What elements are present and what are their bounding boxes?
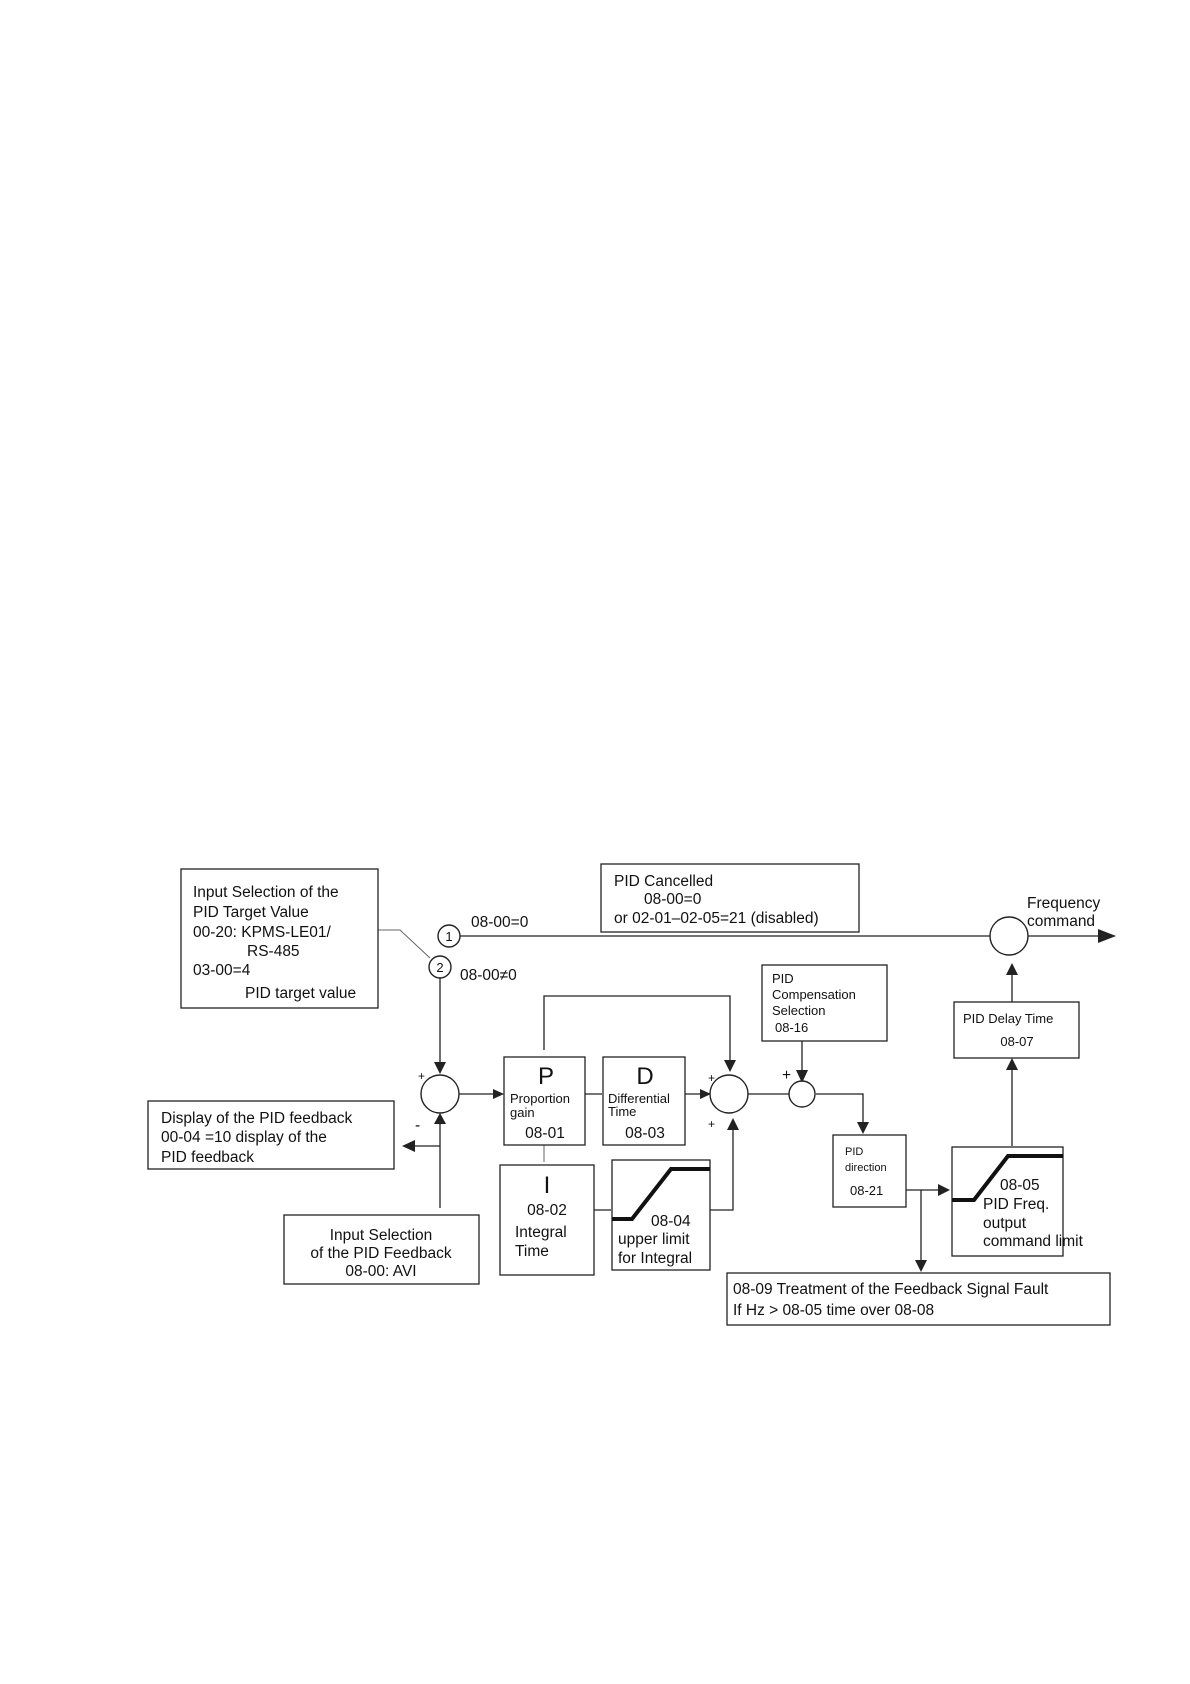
plus-sign: +: [782, 1067, 791, 1084]
error-summing-node: [420, 1074, 460, 1114]
fault-line-2: If Hz > 08-05 time over 08-08: [733, 1302, 934, 1319]
plus-sign: +: [708, 1071, 715, 1085]
switch-position-2-label: 2: [436, 960, 443, 975]
plus-sign: +: [418, 1069, 425, 1083]
p-block-param: 08-01: [525, 1125, 565, 1142]
delay-param: 08-07: [1000, 1034, 1033, 1049]
feedback-input-line-1: Input Selection: [330, 1227, 433, 1244]
arrow-left-icon: [402, 1140, 415, 1152]
summing-signs: + - + + +: [415, 1067, 791, 1134]
compensation-line-1: PID: [772, 971, 794, 986]
switch-label-enabled: 08-00≠0: [460, 967, 517, 984]
d-block-line-2: Time: [608, 1104, 636, 1119]
selection-switch: 1 2 08-00=0 08-00≠0: [428, 914, 529, 984]
frequency-summing-node: [989, 916, 1029, 956]
target-box-line-5: 03-00=4: [193, 962, 251, 979]
pid-delay-box: PID Delay Time 08-07: [953, 1001, 1080, 1059]
frequency-label-line-2: command: [1027, 913, 1095, 930]
i-block-param: 08-02: [527, 1202, 567, 1219]
arrow-down-icon: [724, 1060, 736, 1072]
connector-lines: [378, 929, 1098, 1262]
plus-sign: +: [708, 1117, 715, 1131]
feedback-display-box: Display of the PID feedback 00-04 =10 di…: [147, 1100, 395, 1170]
arrow-right-icon: [493, 1089, 504, 1099]
minus-sign: -: [415, 1117, 420, 1134]
pid-direction-box: PID direction 08-21: [832, 1134, 907, 1208]
freq-limit-line-3: command limit: [983, 1233, 1084, 1250]
integral-limit-block: 08-04 upper limit for Integral: [611, 1159, 711, 1271]
switch-position-2: [428, 955, 452, 979]
arrow-down-icon: [434, 1062, 446, 1074]
arrow-up-icon: [727, 1118, 739, 1130]
i-block-line-1: Integral: [515, 1224, 567, 1241]
feedback-display-line-3: PID feedback: [161, 1149, 254, 1166]
frequency-command-label: Frequency command: [1027, 895, 1100, 930]
target-box-line-3: 00-20: KPMS-LE01/: [193, 924, 332, 941]
pid-cancelled-box: PID Cancelled 08-00=0 or 02-01–02-05=21 …: [600, 863, 860, 933]
limiter-curve-icon: [952, 1154, 1063, 1202]
d-block-param: 08-03: [625, 1125, 665, 1142]
target-value-box: Input Selection of the PID Target Value …: [180, 868, 379, 1009]
target-box-line-6: PID target value: [245, 985, 356, 1002]
compensation-param: 08-16: [775, 1020, 808, 1035]
switch-position-1-label: 1: [445, 929, 452, 944]
cancel-box-line-1: PID Cancelled: [614, 873, 713, 890]
switch-position-1: [437, 924, 461, 948]
compensation-summing-node: [788, 1080, 816, 1108]
arrow-down-icon: [915, 1260, 927, 1272]
feedback-input-line-2: of the PID Feedback: [310, 1245, 452, 1262]
feedback-display-line-2: 00-04 =10 display of the: [161, 1129, 327, 1146]
d-block-letter: D: [636, 1063, 653, 1090]
cancel-box-line-3: or 02-01–02-05=21 (disabled): [614, 910, 819, 927]
feedback-display-line-1: Display of the PID feedback: [161, 1110, 353, 1127]
integral-limit-line-2: for Integral: [618, 1250, 692, 1267]
compensation-line-3: Selection: [772, 1003, 825, 1018]
arrow-up-icon: [1006, 1058, 1018, 1070]
freq-limit-line-2: output: [983, 1215, 1027, 1232]
freq-limit-box: 08-05 PID Freq. output command limit: [951, 1146, 1084, 1257]
i-block-letter: I: [544, 1172, 551, 1199]
integral-block: I 08-02 Integral Time: [499, 1164, 595, 1276]
compensation-box: PID Compensation Selection 08-16: [761, 964, 888, 1042]
direction-line-2: direction: [845, 1162, 887, 1174]
direction-line-1: PID: [845, 1146, 863, 1158]
pid-summing-node: [709, 1074, 749, 1114]
p-block-letter: P: [538, 1063, 554, 1090]
arrow-right-icon: [938, 1184, 950, 1196]
p-block-line-1: Proportion: [510, 1091, 570, 1106]
feedback-fault-box: 08-09 Treatment of the Feedback Signal F…: [726, 1272, 1111, 1326]
compensation-line-2: Compensation: [772, 987, 856, 1002]
freq-limit-line-1: PID Freq.: [983, 1196, 1049, 1213]
cancel-box-line-2: 08-00=0: [644, 891, 702, 908]
arrow-down-icon: [857, 1122, 869, 1134]
summing-nodes: [420, 916, 1029, 1114]
target-box-line-4: RS-485: [247, 943, 300, 960]
d-block-line-1: Differential: [608, 1091, 670, 1106]
integral-limit-param: 08-04: [651, 1213, 691, 1230]
direction-param: 08-21: [850, 1183, 883, 1198]
freq-limit-param: 08-05: [1000, 1177, 1040, 1194]
frequency-output-arrow-icon: [1098, 929, 1116, 943]
target-box-line-2: PID Target Value: [193, 904, 309, 921]
arrow-up-icon: [1006, 963, 1018, 975]
frequency-label-line-1: Frequency: [1027, 895, 1100, 912]
feedback-input-line-3: 08-00: AVI: [345, 1263, 416, 1280]
integral-limit-line-1: upper limit: [618, 1231, 690, 1248]
arrow-up-icon: [434, 1113, 446, 1124]
i-block-line-2: Time: [515, 1243, 549, 1260]
limiter-curve-icon: [612, 1167, 710, 1221]
arrow-right-icon: [700, 1089, 711, 1099]
p-block-line-2: gain: [510, 1105, 535, 1120]
feedback-input-box: Input Selection of the PID Feedback 08-0…: [283, 1214, 480, 1285]
delay-line-1: PID Delay Time: [963, 1011, 1053, 1026]
arrow-heads: [402, 929, 1116, 1272]
fault-line-1: 08-09 Treatment of the Feedback Signal F…: [733, 1281, 1049, 1298]
arrow-down-icon: [796, 1070, 808, 1083]
switch-label-disabled: 08-00=0: [471, 914, 529, 931]
proportional-block: P Proportion gain 08-01: [503, 1056, 586, 1146]
target-box-line-1: Input Selection of the: [193, 884, 339, 901]
derivative-block: D Differential Time 08-03: [602, 1056, 686, 1146]
